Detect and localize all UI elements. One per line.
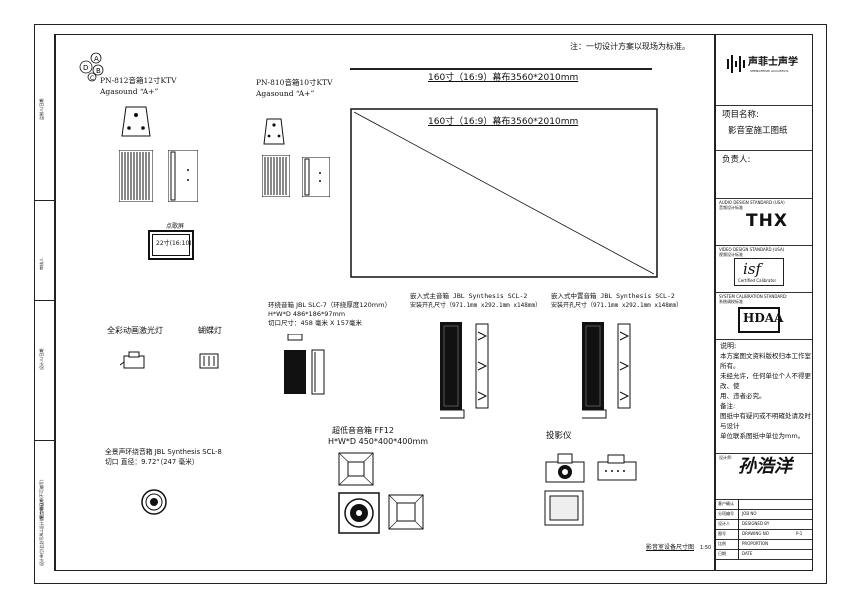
thx-logo: THX (746, 211, 788, 231)
center-speaker (582, 322, 631, 419)
drawing-scale: 1:50 (700, 545, 712, 551)
pn810-speaker-top (263, 118, 285, 145)
main-speaker (440, 322, 489, 419)
owner-label: 负责人: (722, 155, 751, 165)
row-label: 图号 (718, 531, 726, 536)
explain-line: 图纸中有疑问或不明確处请及时 (720, 412, 811, 420)
isf-logo: isf Certified Calibrator (734, 258, 784, 286)
pn812-title: PN-812音箱12寸KTV (100, 76, 177, 85)
audio-std-cn: 音频设计标准 (719, 205, 743, 210)
ceiling-spk-cut: 切口 直径：9.72“（247 毫米） (105, 458, 199, 466)
row-label: 日期 (718, 551, 726, 556)
left-strip-label: 审核人 (39, 258, 44, 270)
laser-light-icon (120, 351, 145, 369)
pn810-title: PN-810音箱10寸KTV (256, 78, 333, 87)
subwoofer-front (338, 492, 380, 534)
projection-screen (350, 108, 658, 278)
projector-side (597, 454, 637, 481)
designer-label: 设计师: (719, 455, 733, 460)
svg-text:C: C (90, 75, 94, 82)
video-std-cn: 视频设计标准 (719, 252, 743, 257)
row-label: 设计人 (718, 521, 730, 526)
row-label: 比例 (718, 541, 726, 546)
surround-title: 环绕音箱 JBL SLC-7（环绕厚度120mm） (268, 301, 391, 309)
surround-speaker (284, 334, 325, 395)
design-note: 注：一切设计方案以现场为标准。 (570, 42, 690, 51)
projector-top (544, 490, 584, 526)
center-spk-cut: 安装开孔尺寸（971.1mm x292.1mm x148mm） (551, 302, 683, 309)
abcd-badge: A B C D (79, 52, 104, 82)
hdaa-logo: HDAA (738, 307, 783, 333)
pn810-speaker-side (302, 157, 330, 197)
subwoofer-side (388, 494, 424, 530)
explain-line: 用、违者必究。 (720, 392, 766, 400)
brand-sub: SHENGFEISHI ACOUSTICS (750, 69, 789, 73)
cal-std: SYSTEM CALIBRATION STANDARD: (719, 294, 788, 299)
drawing-frame (55, 34, 715, 571)
center-spk-title: 嵌入式中置音箱 JBL Synthesis SCL-2 (551, 292, 675, 300)
laser-label: 全彩动画激光灯 (107, 326, 163, 335)
explain-line: 与设计 (720, 422, 740, 430)
row-label: 客户确认 (718, 501, 734, 506)
explain-line: 单位联系图纸中单位为mm。 (720, 432, 805, 440)
explain-line: 未经允许，任何单位个人不得更 (720, 372, 811, 380)
song-screen-label: 点歌屏 (166, 223, 185, 230)
brand-name: 声菲士声学 (748, 57, 798, 68)
row-value: DRAWING NO (742, 531, 769, 536)
pn810-speaker-front (262, 155, 290, 197)
ceiling-speaker (141, 489, 167, 515)
song-screen-size: 22寸(16:10) (156, 240, 192, 247)
pn812-sub: Agasound “A+” (100, 87, 159, 96)
explain-line: 所有。 (720, 362, 740, 370)
screen-caption-top: 160寸（16:9）幕布3560*2010mm (428, 73, 579, 83)
designer-signature: 孙浩洋 (738, 456, 792, 477)
main-spk-cut: 安装开孔尺寸（971.1mm x292.1mm x148mm） (410, 302, 542, 309)
left-strip (34, 34, 55, 571)
video-std: VIDEO DESIGN STANDARD (USA) (719, 247, 785, 252)
explain-label: 说明: (720, 342, 737, 350)
svg-text:A: A (94, 55, 99, 63)
butterfly-light-icon (199, 353, 219, 369)
explain-line: 改、使 (720, 382, 740, 390)
pn810-sub: Agasound “A+” (256, 89, 315, 98)
screen-caption-inner: 160寸（16:9）幕布3560*2010mm (428, 117, 579, 127)
song-screen: 22寸(16:10) (148, 230, 194, 260)
row-extra: P-1 (796, 531, 803, 536)
left-strip-label: 设计单位(此处写ALL设计)/签字确认 (39, 502, 44, 566)
projector-front (545, 453, 585, 483)
row-value: JOB NO (742, 511, 757, 516)
project-label: 项目名称: (722, 110, 759, 120)
brand-logo-icon (727, 55, 745, 73)
pn812-speaker-side (168, 150, 198, 202)
svg-text:D: D (83, 64, 88, 72)
pn812-speaker-front (119, 150, 153, 202)
butterfly-label: 蝴蝶灯 (198, 326, 222, 335)
subwoofer-dims: H*W*D 450*400*400mm (328, 437, 429, 446)
screen-top-bar (350, 68, 652, 70)
surround-cut: 切口尺寸：458 毫米 X 157毫米 (268, 319, 362, 327)
explain-line: 本方案图文资料版权归本工作室 (720, 352, 811, 360)
left-strip-label: 设计人/日期 (39, 348, 44, 370)
main-spk-title: 嵌入式主音箱 JBL Synthesis SCL-2 (410, 292, 528, 300)
sheet-border (34, 24, 827, 584)
title-block: 声菲士声学 SHENGFEISHI ACOUSTICS 项目名称: 影音室施工图… (715, 34, 813, 571)
svg-text:B: B (96, 67, 101, 75)
projector-label: 投影仪 (546, 431, 572, 441)
drawing-name: 影音室设备尺寸图 (646, 544, 695, 551)
project-value: 影音室施工图纸 (728, 126, 788, 136)
cal-std-cn: 系统调校标准 (719, 299, 743, 304)
subwoofer-title: 超低音音箱 FF12 (332, 426, 394, 435)
audio-std: AUDIO DESIGN STANDARD (USA) (719, 200, 785, 205)
row-value: PROPORTION (742, 541, 769, 546)
pn812-speaker-top (121, 106, 151, 137)
surround-dims: H*W*D 486*186*97mm (268, 310, 346, 318)
row-label: 分项编号 (718, 511, 734, 516)
row-value: DATE (742, 551, 753, 556)
subwoofer-top (338, 452, 374, 486)
ceiling-spk-title: 全景声环绕音箱 JBL Synthesis SCL-8 (105, 448, 222, 456)
explain-line: 备注: (720, 402, 736, 410)
row-value: DESIGNED BY (742, 521, 770, 526)
left-strip-label: 监制人/日期 (39, 98, 44, 120)
